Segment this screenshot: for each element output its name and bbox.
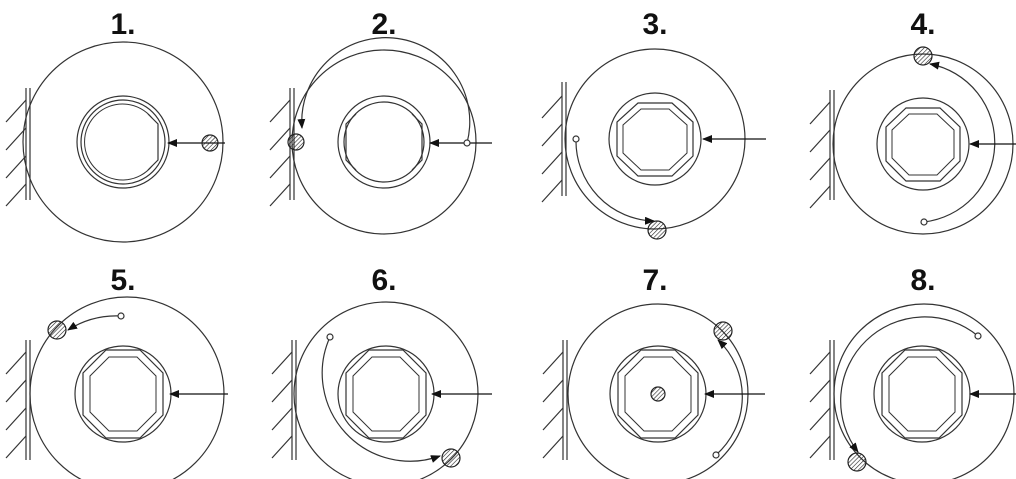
step-label: 5. xyxy=(110,264,135,297)
step-8-panel: 8. xyxy=(809,264,1016,479)
step-7-panel: 7. xyxy=(542,264,765,479)
tool-marker xyxy=(647,220,667,240)
octagon-inner xyxy=(891,113,955,176)
bore-circle xyxy=(873,345,971,443)
step-label: 7. xyxy=(642,264,667,297)
bore-circle xyxy=(76,95,170,189)
octagon-outline xyxy=(345,349,427,439)
bore-circle xyxy=(74,345,172,443)
tool-marker xyxy=(441,448,461,468)
machined-profile xyxy=(147,113,159,171)
wall-hatch xyxy=(541,82,567,203)
start-point xyxy=(326,333,334,341)
octagon-outline xyxy=(617,349,699,439)
tool-marker xyxy=(201,134,219,152)
step-label: 6. xyxy=(371,264,396,297)
bore-circle xyxy=(876,97,970,191)
tool-path xyxy=(923,61,996,223)
tool-path xyxy=(715,339,743,456)
tool-path xyxy=(321,336,441,463)
outer-circle xyxy=(291,49,477,235)
wall-hatch xyxy=(271,340,297,460)
step-label: 3. xyxy=(642,8,667,41)
octagon-outline xyxy=(881,349,963,439)
step-label: 4. xyxy=(910,8,935,41)
tool-path xyxy=(575,138,655,225)
start-point xyxy=(572,135,580,143)
start-point xyxy=(920,218,928,226)
octagon-inner xyxy=(352,356,420,432)
start-point xyxy=(974,332,982,340)
step-label: 2. xyxy=(371,8,396,41)
start-point xyxy=(463,139,471,147)
center-marker xyxy=(650,386,666,402)
tool-marker xyxy=(287,133,305,151)
bore-circle xyxy=(337,95,431,189)
wall-hatch xyxy=(809,340,835,460)
tool-path xyxy=(840,316,979,453)
step-label: 8. xyxy=(910,264,935,297)
tool-marker xyxy=(847,452,867,472)
octagon-inner xyxy=(89,356,157,432)
wall-hatch xyxy=(809,90,835,209)
step-label: 1. xyxy=(110,8,135,41)
bore-circle xyxy=(337,345,435,443)
octagon-outline xyxy=(885,107,961,182)
wall-hatch xyxy=(542,340,568,460)
tool-marker xyxy=(713,321,733,341)
step-1-panel: 1. xyxy=(5,8,225,243)
tool-marker xyxy=(913,46,933,66)
step-6-panel: 6. xyxy=(271,264,492,479)
wall-hatch xyxy=(5,340,31,460)
tool-marker xyxy=(47,320,67,340)
step-4-panel: 4. xyxy=(809,8,1016,235)
octagon-inner xyxy=(624,356,692,432)
octagon-inner xyxy=(622,108,688,171)
tool-path xyxy=(67,315,122,331)
outer-circle xyxy=(833,303,1015,479)
octagon-outline xyxy=(616,102,694,177)
step-2-panel: 2. xyxy=(269,8,492,235)
start-point xyxy=(712,451,720,459)
octagon-outline xyxy=(82,349,164,439)
bore-circle-inner xyxy=(343,101,425,183)
rough-bore xyxy=(84,103,153,181)
step-5-panel: 5. xyxy=(5,264,228,479)
wall-hatch xyxy=(5,88,31,207)
octagon-inner xyxy=(888,356,956,432)
start-point xyxy=(117,312,125,320)
tool-path xyxy=(297,37,471,144)
step-3-panel: 3. xyxy=(541,8,766,240)
outer-circle xyxy=(22,41,224,243)
machined-profile xyxy=(345,113,423,171)
bore-circle-inner xyxy=(80,99,166,185)
bore-circle xyxy=(608,92,702,186)
